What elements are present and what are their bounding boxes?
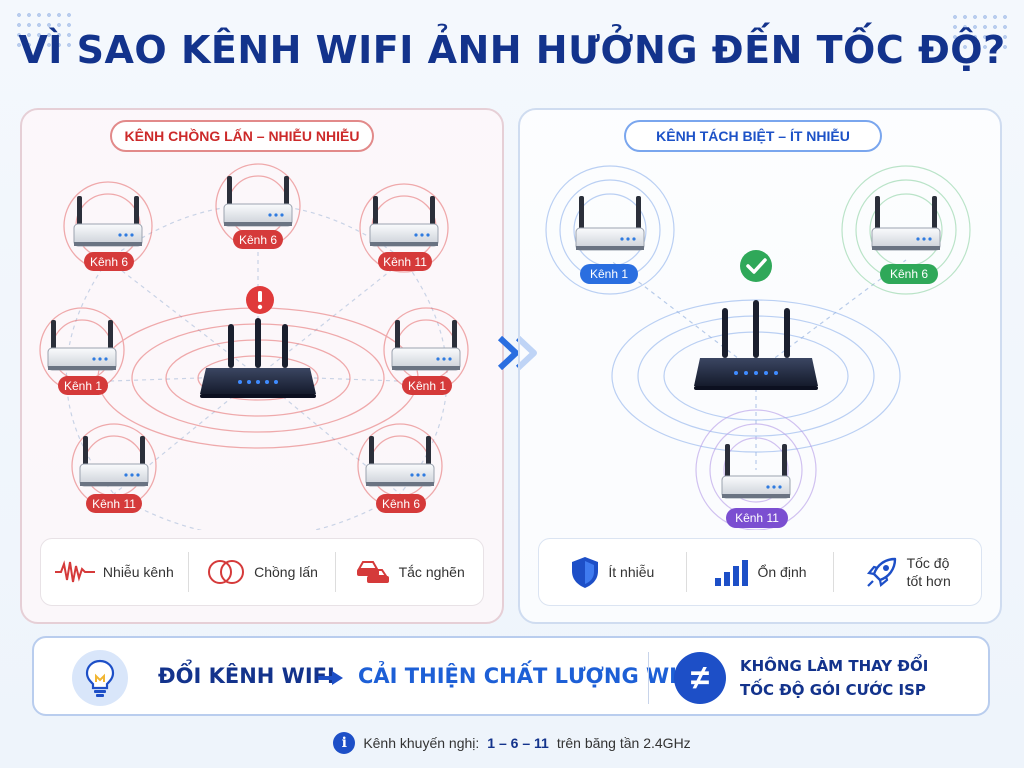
not-equal-icon: ≠ — [674, 652, 726, 704]
legend-congestion-label: Tắc nghẽn — [398, 564, 465, 580]
main-router-overlap — [200, 318, 316, 398]
overlap-panel: KÊNH CHỒNG LẤN – NHIỄU NHIỄU — [20, 108, 504, 624]
recommended-channels: 1 – 6 – 11 — [487, 735, 549, 751]
router-ch6-top — [223, 175, 293, 227]
isp-note: KHÔNG LÀM THAY ĐỔI TỐC ĐỘ GÓI CƯỚC ISP — [740, 654, 928, 702]
decor-dots-left — [14, 10, 74, 50]
label-ch-top: Kênh 6 — [239, 233, 277, 247]
label-ch-right: Kênh 1 — [408, 379, 446, 393]
traffic-jam-icon — [356, 561, 389, 583]
legend-faster-label-1: Tốc độ — [906, 555, 950, 571]
legend-faster-label-2: tốt hơn — [906, 573, 951, 589]
overlap-scene: Kênh 6 Kênh 6 Kênh 11 Kênh 1 Kênh 1 Kênh… — [39, 163, 469, 530]
router-ch6 — [871, 195, 941, 251]
label-ch11: Kênh 11 — [735, 511, 779, 525]
isp-note-line1: KHÔNG LÀM THAY ĐỔI — [740, 657, 929, 675]
legend-low-interference-label: Ít nhiễu — [608, 564, 655, 580]
router-ch1-right — [391, 319, 461, 371]
recommendation-prefix: Kênh khuyến nghị: — [363, 735, 480, 751]
legend-divider — [335, 552, 337, 592]
info-icon: i — [333, 732, 356, 754]
summary-banner: ĐỔI KÊNH WIFI CẢI THIỆN CHẤT LƯỢNG WIFI … — [32, 636, 990, 716]
rocket-icon — [866, 557, 896, 588]
legend-faster: Tốc độ tốt hơn — [834, 539, 981, 605]
legend-divider — [833, 552, 835, 592]
lightbulb-icon — [72, 650, 128, 706]
legend-divider — [685, 552, 687, 592]
separated-heading: KÊNH TÁCH BIỆT – ÍT NHIỄU — [624, 120, 882, 152]
overlap-heading: KÊNH CHỒNG LẤN – NHIỄU NHIỄU — [110, 120, 374, 152]
isp-note-line2: TỐC ĐỘ GÓI CƯỚC ISP — [740, 681, 926, 699]
router-ch6-bottomright — [365, 435, 435, 487]
legend-divider — [187, 552, 189, 592]
legend-overlap: Chồng lấn — [189, 539, 336, 605]
legend-interference-label: Nhiễu kênh — [102, 564, 174, 580]
main-router-separated — [694, 300, 818, 390]
legend-overlap-label: Chồng lấn — [254, 564, 318, 580]
recommendation-note: i Kênh khuyến nghị: 1 – 6 – 11 trên băng… — [0, 732, 1024, 754]
legend-low-interference: Ít nhiễu — [539, 539, 686, 605]
legend-congestion: Tắc nghẽn — [336, 539, 483, 605]
change-channel-text: ĐỔI KÊNH WIFI — [158, 664, 335, 688]
warning-icon — [246, 286, 274, 314]
router-ch1-left — [47, 319, 117, 371]
banner-divider — [648, 652, 649, 704]
legend-stable-label: Ổn định — [757, 564, 807, 580]
waveform-icon — [54, 560, 95, 583]
router-ch6-topleft — [73, 195, 143, 247]
page-title: VÌ SAO KÊNH WIFI ẢNH HƯỞNG ĐẾN TỐC ĐỘ? — [18, 28, 1006, 72]
label-ch6: Kênh 6 — [890, 267, 928, 281]
overlap-circles-icon — [208, 560, 245, 584]
label-ch-left: Kênh 1 — [64, 379, 102, 393]
check-icon — [740, 250, 772, 282]
separated-legend: Ít nhiễu Ổn định Tốc độ tốt hơn — [538, 538, 982, 606]
router-ch11-bottomleft — [79, 435, 149, 487]
legend-stable: Ổn định — [687, 539, 834, 605]
label-ch-bottomleft: Kênh 11 — [92, 497, 136, 511]
label-ch-topleft: Kênh 6 — [90, 255, 128, 269]
separated-scene: Kênh 1 Kênh 6 Kênh 11 — [545, 165, 971, 530]
overlap-legend: Nhiễu kênh Chồng lấn Tắc nghẽn — [40, 538, 484, 606]
signal-bars-icon — [715, 560, 749, 586]
legend-interference: Nhiễu kênh — [41, 539, 188, 605]
improve-quality-text: CẢI THIỆN CHẤT LƯỢNG WIFI — [358, 664, 700, 688]
arrow-right-icon — [318, 671, 343, 685]
label-ch-topright: Kênh 11 — [383, 255, 427, 269]
decor-dots-right — [950, 12, 1010, 52]
router-ch11-topright — [369, 195, 439, 247]
label-ch1: Kênh 1 — [590, 267, 628, 281]
recommendation-suffix: trên băng tần 2.4GHz — [556, 735, 691, 751]
label-ch-bottomright: Kênh 6 — [382, 497, 420, 511]
shield-icon — [572, 557, 599, 588]
router-ch1 — [575, 195, 645, 251]
separated-panel: KÊNH TÁCH BIỆT – ÍT NHIỄU — [518, 108, 1002, 624]
